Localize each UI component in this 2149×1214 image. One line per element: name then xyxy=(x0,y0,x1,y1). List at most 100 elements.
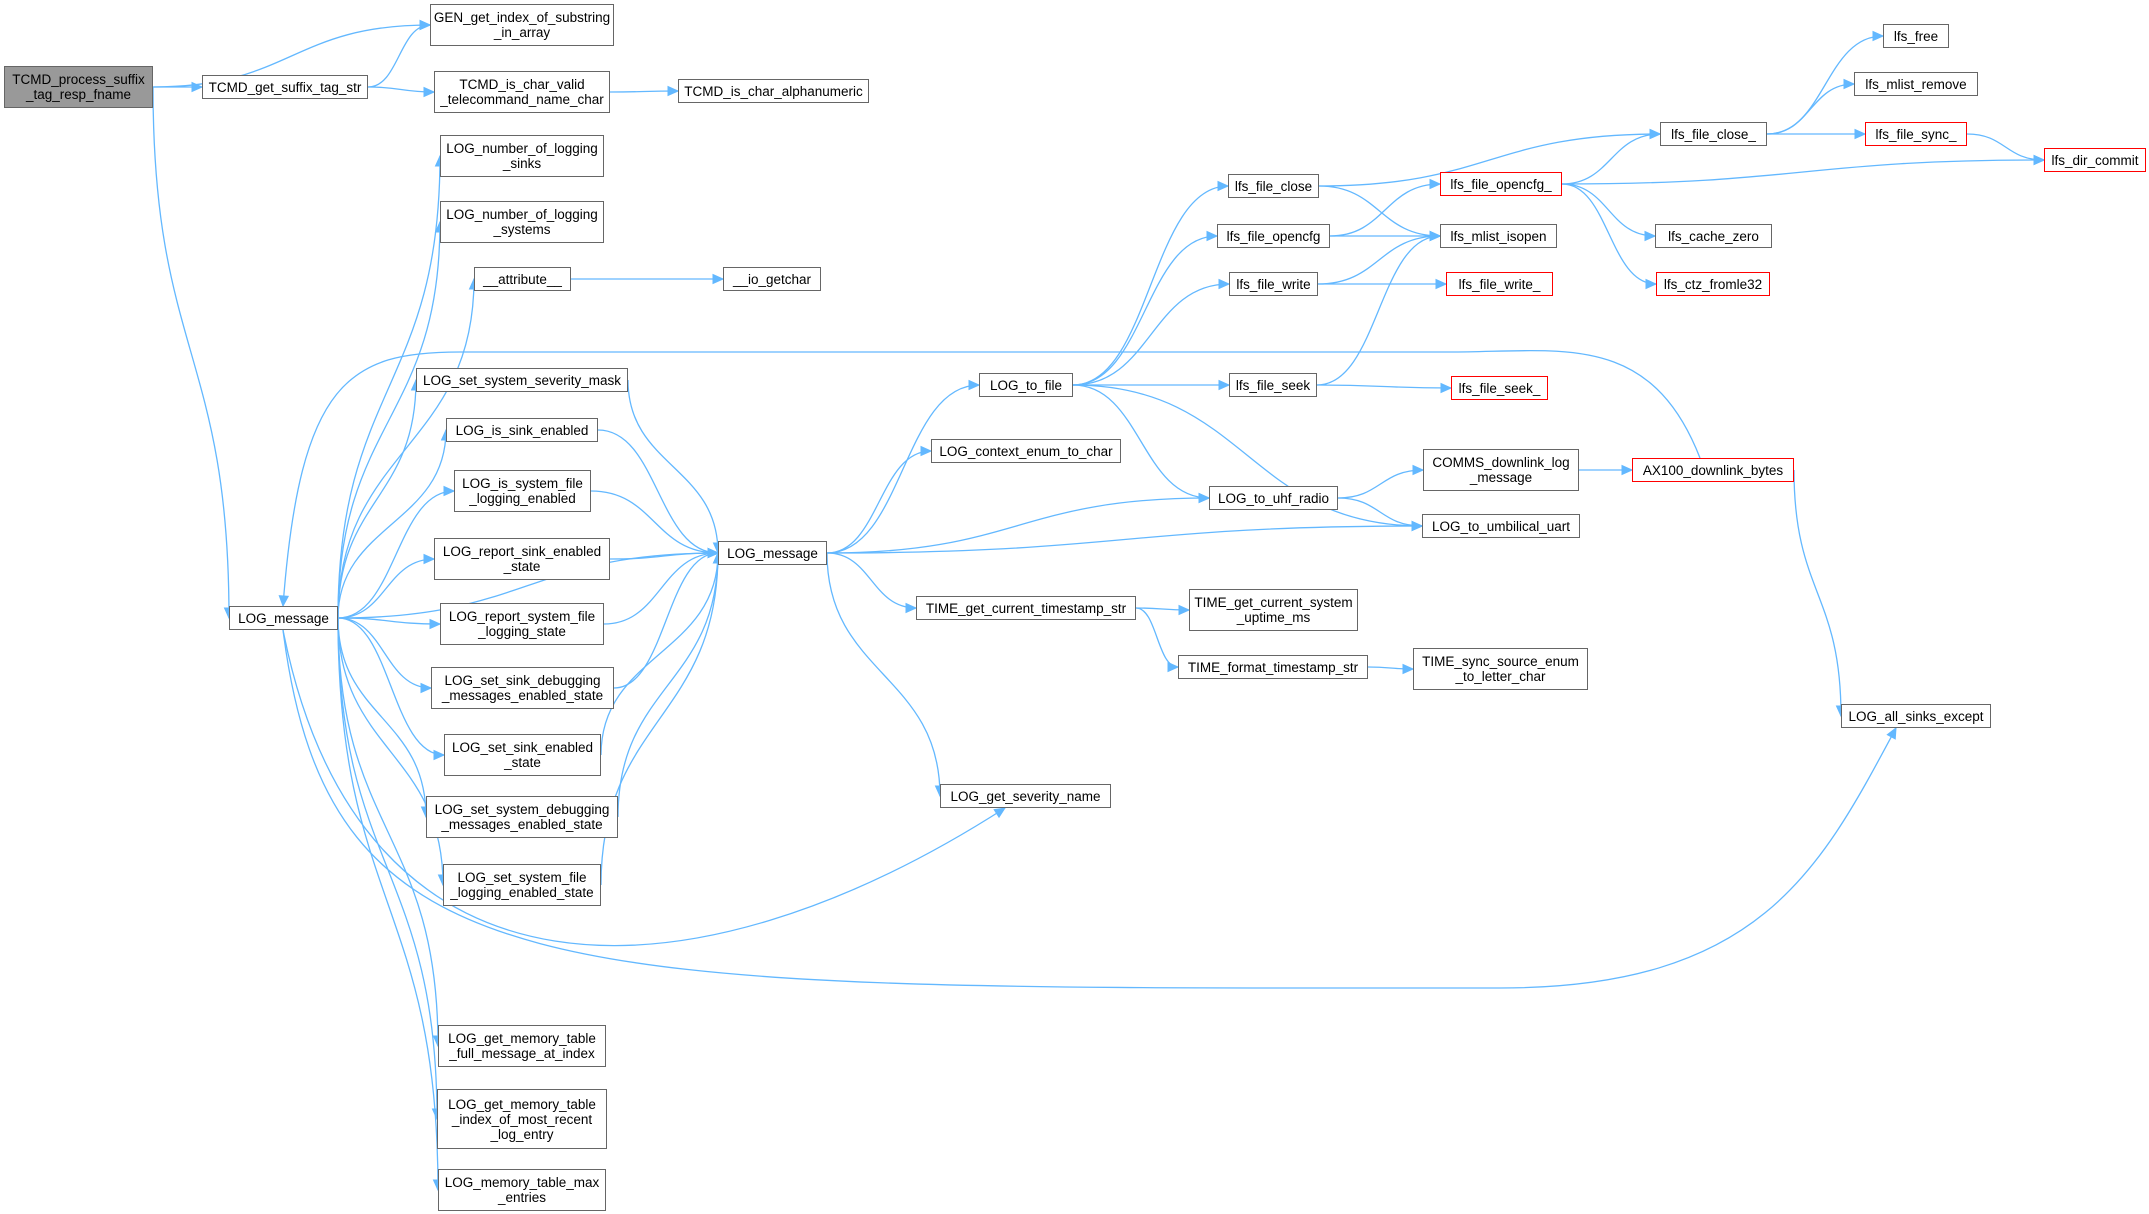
edge-log-message-a-to-log-set-sink-en xyxy=(337,617,446,761)
node-log-is-sink-en[interactable]: LOG_is_sink_enabled xyxy=(446,418,598,442)
edge-tcmd-valid-to-tcmd-alnum xyxy=(609,85,680,97)
edge-log-message-a-to-log-report-sys-file xyxy=(337,617,442,630)
node-log-is-sys-file[interactable]: LOG_is_system_file _logging_enabled xyxy=(454,470,591,512)
node-lfs-free[interactable]: lfs_free xyxy=(1883,24,1949,48)
node-log-set-sys-dbg[interactable]: LOG_set_system_debugging _messages_enabl… xyxy=(426,796,618,838)
node-tcmd-suffix[interactable]: TCMD_get_suffix_tag_str xyxy=(202,75,368,99)
edge-log-to-file-to-log-to-uhf xyxy=(1072,384,1211,504)
edge-log-to-file-to-lfs-file-opencfg xyxy=(1072,230,1219,386)
edge-attribute-to-io-getchar xyxy=(571,273,725,285)
edge-log-set-sev-mask-to-log-message-b xyxy=(627,379,724,555)
node-comms-downlink[interactable]: COMMS_downlink_log _message xyxy=(1423,449,1579,491)
edge-lfs-file-opencfg-to-lfs-mlist-isopen xyxy=(1330,230,1442,242)
node-lfs-file-opencfg[interactable]: lfs_file_opencfg xyxy=(1217,224,1330,248)
node-lfs-file-close[interactable]: lfs_file_close xyxy=(1228,174,1319,198)
edge-log-message-b-to-log-get-sev xyxy=(826,552,946,798)
edge-lfs-file-sync--to-lfs-dir-commit xyxy=(1966,133,2046,166)
edge-lfs-opencfg--to-lfs-dir-commit xyxy=(1561,154,2046,185)
edge-log-to-uhf-to-log-to-uart xyxy=(1337,497,1424,532)
edge-comms-downlink-to-ax100 xyxy=(1579,464,1634,476)
node-lfs-file-seek-[interactable]: lfs_file_seek_ xyxy=(1451,376,1548,400)
edge-log-message-a-to-log-set-sev-mask xyxy=(337,378,422,619)
node-tcmd-alnum[interactable]: TCMD_is_char_alphanumeric xyxy=(678,79,869,103)
edge-time-cur-ts-to-time-fmt xyxy=(1135,607,1180,673)
node-lfs-cache-zero[interactable]: lfs_cache_zero xyxy=(1655,224,1772,248)
edge-log-set-sys-file-to-log-message-b xyxy=(600,551,724,886)
node-log-message-b[interactable]: LOG_message xyxy=(718,541,827,565)
edge-log-to-file-to-lfs-file-close xyxy=(1072,180,1230,386)
node-log-set-sink-dbg[interactable]: LOG_set_sink_debugging _messages_enabled… xyxy=(431,667,614,709)
edge-root-to-log-message-a xyxy=(152,86,235,620)
node-time-cur-sys[interactable]: TIME_get_current_system _uptime_ms xyxy=(1189,589,1358,631)
edge-log-message-a-to-log-report-sink xyxy=(337,553,436,619)
node-lfs-file-write[interactable]: lfs_file_write xyxy=(1229,272,1318,296)
node-lfs-dir-commit[interactable]: lfs_dir_commit xyxy=(2044,148,2146,172)
node-root: TCMD_process_suffix _tag_resp_fname xyxy=(4,66,153,108)
node-lfs-file-close-[interactable]: lfs_file_close_ xyxy=(1660,122,1767,146)
node-time-fmt[interactable]: TIME_format_timestamp_str xyxy=(1178,655,1368,679)
edge-lfs-file-opencfg-to-lfs-opencfg- xyxy=(1329,178,1442,237)
edge-log-message-b-to-log-ctx-enum xyxy=(826,445,933,554)
node-log-set-sys-file[interactable]: LOG_set_system_file _logging_enabled_sta… xyxy=(443,864,601,906)
node-tcmd-valid[interactable]: TCMD_is_char_valid _telecommand_name_cha… xyxy=(434,71,610,113)
edge-log-message-a-to-log-get-sev xyxy=(282,629,1007,947)
edge-log-message-b-to-time-cur-ts xyxy=(826,552,918,614)
node-io-getchar[interactable]: __io_getchar xyxy=(723,267,821,291)
node-log-report-sink[interactable]: LOG_report_sink_enabled _state xyxy=(434,538,610,580)
node-log-to-file[interactable]: LOG_to_file xyxy=(979,373,1073,397)
edge-lfs-opencfg--to-lfs-file-close- xyxy=(1561,128,1662,185)
node-log-set-sev-mask[interactable]: LOG_set_system_severity_mask xyxy=(416,368,628,392)
node-lfs-file-write-[interactable]: lfs_file_write_ xyxy=(1446,272,1553,296)
node-log-ctx-enum[interactable]: LOG_context_enum_to_char xyxy=(931,439,1121,463)
edge-ax100-to-log-all-sinks xyxy=(1793,469,1847,718)
edge-log-set-sys-dbg-to-log-message-b xyxy=(617,551,724,818)
node-log-num-systems[interactable]: LOG_number_of_logging _systems xyxy=(440,201,604,243)
edge-log-message-b-to-log-to-file xyxy=(826,379,981,554)
edge-lfs-file-close--to-lfs-mlist-remove xyxy=(1766,78,1856,135)
node-log-get-mem-idx[interactable]: LOG_get_memory_table _index_of_most_rece… xyxy=(437,1089,607,1149)
node-log-report-sys-file[interactable]: LOG_report_system_file _logging_state xyxy=(440,603,604,645)
edge-lfs-file-seek-to-lfs-file-seek- xyxy=(1316,382,1453,394)
edge-lfs-file-write-to-lfs-mlist-isopen xyxy=(1317,230,1442,285)
node-lfs-mlist-remove[interactable]: lfs_mlist_remove xyxy=(1854,72,1978,96)
node-log-get-sev[interactable]: LOG_get_severity_name xyxy=(940,784,1111,808)
node-ax100[interactable]: AX100_downlink_bytes xyxy=(1632,458,1794,482)
node-attribute[interactable]: __attribute__ xyxy=(474,267,571,291)
edge-ax100-to-log-message-b xyxy=(278,349,1701,608)
edge-tcmd-suffix-to-tcmd-valid xyxy=(367,86,436,98)
edge-log-set-sink-dbg-to-log-message-b xyxy=(613,547,720,689)
edge-log-message-a-to-log-is-sys-file xyxy=(337,485,456,619)
node-log-all-sinks[interactable]: LOG_all_sinks_except xyxy=(1841,704,1991,728)
edge-log-to-file-to-lfs-file-write xyxy=(1072,278,1231,386)
edge-log-is-sink-en-to-log-message-b xyxy=(597,429,720,559)
edge-log-message-a-to-log-set-sink-dbg xyxy=(337,617,433,694)
edge-log-to-file-to-lfs-file-seek xyxy=(1073,379,1231,391)
node-lfs-file-seek[interactable]: lfs_file_seek xyxy=(1229,373,1317,397)
edge-tcmd-suffix-to-gen-idx xyxy=(367,19,432,88)
node-log-message-a[interactable]: LOG_message xyxy=(229,606,338,630)
node-lfs-opencfg-[interactable]: lfs_file_opencfg_ xyxy=(1440,172,1562,196)
edge-lfs-file-close-to-lfs-mlist-isopen xyxy=(1318,185,1442,242)
node-lfs-mlist-isopen[interactable]: lfs_mlist_isopen xyxy=(1440,224,1557,248)
node-log-to-uart[interactable]: LOG_to_umbilical_uart xyxy=(1422,514,1580,538)
node-lfs-ctz-fromle32[interactable]: lfs_ctz_fromle32 xyxy=(1656,272,1770,296)
node-time-cur-ts[interactable]: TIME_get_current_timestamp_str xyxy=(916,596,1136,620)
edge-log-message-b-to-log-to-uhf xyxy=(826,492,1211,554)
edge-lfs-file-seek-to-lfs-mlist-isopen xyxy=(1316,230,1442,386)
node-log-get-mem-full[interactable]: LOG_get_memory_table _full_message_at_in… xyxy=(438,1025,606,1067)
node-lfs-file-sync-[interactable]: lfs_file_sync_ xyxy=(1865,122,1967,146)
edge-log-message-a-to-log-is-sink-en xyxy=(337,428,452,619)
node-log-set-sink-en[interactable]: LOG_set_sink_enabled _state xyxy=(444,734,601,776)
edge-lfs-file-close--to-lfs-file-sync- xyxy=(1767,128,1867,140)
node-time-sync[interactable]: TIME_sync_source_enum _to_letter_char xyxy=(1413,648,1588,690)
edge-lfs-opencfg--to-lfs-ctz-fromle32 xyxy=(1561,183,1658,290)
edge-log-set-sink-en-to-log-message-b xyxy=(600,551,724,756)
edge-lfs-opencfg--to-lfs-cache-zero xyxy=(1561,183,1657,242)
edge-lfs-file-write-to-lfs-file-write- xyxy=(1318,278,1448,290)
node-log-num-sinks[interactable]: LOG_number_of_logging _sinks xyxy=(440,135,604,177)
node-gen-idx[interactable]: GEN_get_index_of_substring _in_array xyxy=(430,4,614,46)
node-log-to-uhf[interactable]: LOG_to_uhf_radio xyxy=(1209,486,1338,510)
node-log-mem-max[interactable]: LOG_memory_table_max _entries xyxy=(438,1169,606,1211)
edge-log-message-a-to-log-all-sinks xyxy=(282,629,1897,989)
